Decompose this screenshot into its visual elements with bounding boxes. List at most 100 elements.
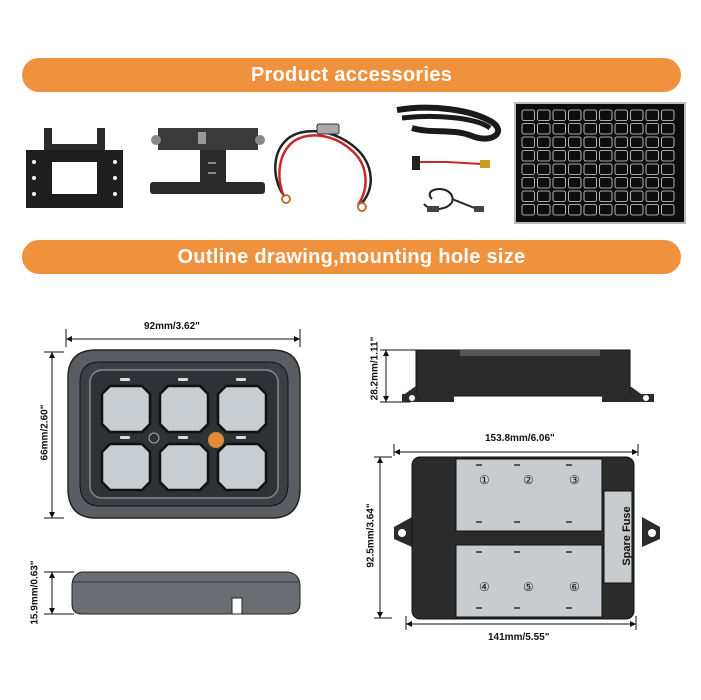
sticker-icon (568, 150, 582, 162)
sticker-icon (630, 123, 644, 135)
sticker-icon (583, 204, 597, 216)
sticker-icon (630, 150, 644, 162)
sticker-icon (599, 190, 613, 202)
sticker-icon (583, 136, 597, 148)
sticker-icon (537, 109, 551, 121)
sticker-icon (552, 136, 566, 148)
sticker-icon (661, 204, 675, 216)
sticker-icon (583, 123, 597, 135)
sticker-icon (599, 204, 613, 216)
sticker-icon (521, 136, 535, 148)
sticker-icon (645, 123, 659, 135)
box-depth-dimension (374, 456, 392, 619)
sticker-icon (521, 123, 535, 135)
sticker-icon (521, 150, 535, 162)
sticker-icon (552, 109, 566, 121)
sticker-icon (645, 136, 659, 148)
panel-width-label: 92mm/3.62" (144, 321, 200, 332)
sticker-icon (537, 204, 551, 216)
sticker-icon (537, 136, 551, 148)
sticker-icon (661, 123, 675, 135)
sticker-icon (614, 163, 628, 175)
sticker-icon (568, 123, 582, 135)
sticker-icon (645, 150, 659, 162)
switch-panel-side-drawing (71, 571, 301, 615)
sticker-icon (537, 150, 551, 162)
sticker-icon (661, 177, 675, 189)
sticker-icon (537, 163, 551, 175)
sticker-icon (521, 177, 535, 189)
sticker-icon (630, 204, 644, 216)
sticker-icon (583, 190, 597, 202)
sticker-icon (583, 109, 597, 121)
switch-panel-front-drawing (67, 349, 301, 519)
fuse-box-top-drawing (394, 456, 660, 620)
sticker-icon (521, 163, 535, 175)
sticker-icon (552, 204, 566, 216)
box-bottom-width-dimension (405, 616, 637, 630)
sticker-icon (599, 177, 613, 189)
sticker-icon (614, 136, 628, 148)
sticker-icon (552, 177, 566, 189)
sticker-icon (614, 177, 628, 189)
panel-depth-dimension (44, 571, 74, 615)
box-bottom-width-label: 141mm/5.55" (488, 632, 550, 643)
sticker-icon (630, 177, 644, 189)
sticker-icon (568, 177, 582, 189)
sticker-icon (599, 150, 613, 162)
sticker-icon (661, 109, 675, 121)
sticker-icon (537, 123, 551, 135)
wiring-harness-image (396, 104, 501, 212)
sticker-sheet-image (514, 102, 686, 224)
fuse-slot-3-label: ③ (569, 473, 580, 487)
sticker-icon (614, 190, 628, 202)
power-cable-image (274, 123, 372, 212)
box-top-width-label: 153.8mm/6.06" (485, 433, 555, 444)
sticker-icon (583, 163, 597, 175)
sticker-icon (614, 123, 628, 135)
sticker-icon (568, 136, 582, 148)
fuse-slot-5-label: ⑤ (523, 580, 534, 594)
sticker-icon (661, 190, 675, 202)
sticker-icon (661, 136, 675, 148)
sticker-icon (645, 163, 659, 175)
sticker-icon (568, 163, 582, 175)
sticker-icon (552, 123, 566, 135)
box-top-width-dimension (393, 444, 639, 456)
panel-height-dimension (44, 351, 64, 519)
sticker-icon (552, 150, 566, 162)
sticker-icon (583, 150, 597, 162)
sticker-icon (614, 204, 628, 216)
sticker-icon (630, 109, 644, 121)
sticker-icon (552, 190, 566, 202)
accessories-banner: Product accessories (22, 58, 681, 92)
spare-fuse-label: Spare Fuse (621, 506, 633, 566)
sticker-icon (568, 204, 582, 216)
sticker-icon (630, 163, 644, 175)
swivel-bracket-image (150, 128, 265, 194)
box-height-label: 28.2mm/1.11" (369, 336, 381, 401)
sticker-icon (568, 190, 582, 202)
sticker-icon (599, 123, 613, 135)
sticker-icon (630, 136, 644, 148)
outline-banner: Outline drawing,mounting hole size (22, 240, 681, 274)
sticker-icon (614, 150, 628, 162)
sticker-icon (661, 150, 675, 162)
sticker-icon (645, 204, 659, 216)
sticker-icon (614, 109, 628, 121)
panel-height-label: 66mm/2.60" (39, 404, 51, 461)
box-depth-label: 92.5mm/3.64" (365, 503, 377, 568)
fuse-slot-4-label: ④ (479, 580, 490, 594)
sticker-icon (599, 163, 613, 175)
sticker-icon (521, 109, 535, 121)
sticker-icon (583, 177, 597, 189)
sticker-icon (645, 190, 659, 202)
sticker-icon (552, 163, 566, 175)
fuse-slot-2-label: ② (523, 473, 534, 487)
panel-depth-label: 15.9mm/0.63" (29, 560, 41, 625)
sticker-icon (521, 190, 535, 202)
sticker-icon (645, 177, 659, 189)
sticker-icon (568, 109, 582, 121)
sticker-icon (630, 190, 644, 202)
sticker-icon (599, 109, 613, 121)
